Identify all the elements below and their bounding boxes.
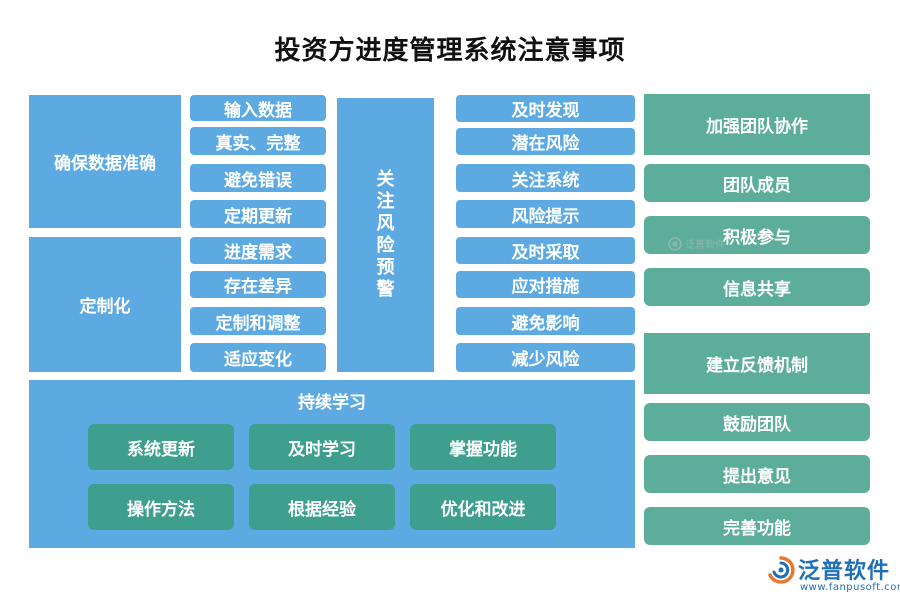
watermark-text: 泛普软件 bbox=[685, 240, 725, 251]
brand-logo: 泛普软件 www.fanpusoft.com bbox=[762, 553, 900, 597]
feedback-item: 提出意见 bbox=[644, 455, 870, 493]
teamwork-label: 加强团队协作 bbox=[644, 94, 870, 155]
risk-item: 关注系统 bbox=[456, 164, 635, 192]
brand-logo-icon bbox=[768, 556, 795, 584]
customize-item: 存在差异 bbox=[190, 271, 326, 298]
customize-item: 适应变化 bbox=[190, 343, 326, 372]
risk-item: 风险提示 bbox=[456, 200, 635, 228]
risk-item: 减少风险 bbox=[456, 343, 635, 372]
teamwork-item: 信息共享 bbox=[644, 268, 870, 306]
learning-item: 系统更新 bbox=[88, 424, 234, 470]
accuracy-label: 确保数据准确 bbox=[29, 95, 181, 228]
risk-item: 潜在风险 bbox=[456, 128, 635, 155]
learning-item: 掌握功能 bbox=[410, 424, 556, 470]
teamwork-item: 积极参与 bbox=[644, 216, 870, 254]
learning-item: 优化和改进 bbox=[410, 484, 556, 530]
watermark: 泛普软件 bbox=[668, 236, 725, 251]
accuracy-label-text: 确保数据准确 bbox=[54, 154, 156, 174]
feedback-label: 建立反馈机制 bbox=[644, 333, 870, 394]
brand-logo-name: 泛普软件 bbox=[798, 559, 891, 584]
accuracy-item: 输入数据 bbox=[190, 95, 326, 121]
customize-label: 定制化 bbox=[29, 237, 181, 372]
accuracy-item: 真实、完整 bbox=[190, 127, 326, 155]
page-title: 投资方进度管理系统注意事项 bbox=[274, 36, 626, 66]
risk-item: 及时发现 bbox=[456, 95, 635, 122]
watermark-icon bbox=[668, 236, 682, 251]
learning-label: 持续学习 bbox=[298, 393, 366, 413]
learning-item: 根据经验 bbox=[249, 484, 395, 530]
learning-item: 及时学习 bbox=[249, 424, 395, 470]
feedback-item: 鼓励团队 bbox=[644, 403, 870, 441]
risk-item: 避免影响 bbox=[456, 307, 635, 335]
customize-label-text: 定制化 bbox=[79, 297, 131, 317]
risk-item: 应对措施 bbox=[456, 271, 635, 298]
risk-item: 及时采取 bbox=[456, 237, 635, 264]
accuracy-item: 避免错误 bbox=[190, 164, 326, 192]
accuracy-item: 定期更新 bbox=[190, 200, 326, 228]
risk-label-text: 关注风险预警 bbox=[376, 169, 395, 300]
customize-item: 进度需求 bbox=[190, 237, 326, 264]
feedback-item: 完善功能 bbox=[644, 507, 870, 545]
risk-label: 关注风险预警 bbox=[337, 98, 434, 372]
learning-item: 操作方法 bbox=[88, 484, 234, 530]
customize-item: 定制和调整 bbox=[190, 307, 326, 335]
brand-logo-url: www.fanpusoft.com bbox=[800, 582, 900, 593]
teamwork-item: 团队成员 bbox=[644, 164, 870, 202]
